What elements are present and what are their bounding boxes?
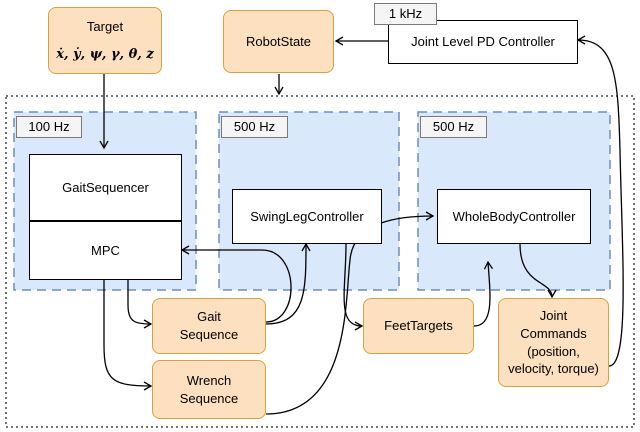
swinglegcontroller-label: SwingLegController	[250, 208, 364, 224]
gaitsequencer-label: GaitSequencer	[62, 179, 149, 195]
edge-wrench-to-wbc	[265, 211, 435, 415]
edge-mpc-to-gaitsequence	[127, 280, 153, 329]
target-title: Target	[86, 18, 124, 34]
pd-rate-tag: 1 kHz	[374, 3, 437, 25]
wholebodycontroller-box: WholeBodyController	[437, 189, 591, 244]
target-symbols: ẋ, ẏ, ψ, γ, θ, z	[56, 46, 154, 62]
group-500hz-wbc-rate-tag: 500 Hz	[420, 116, 487, 138]
edge-feettargets-to-wbc	[473, 260, 493, 327]
feettargets-label: FeetTargets	[384, 318, 453, 334]
robotstate-box: RobotState	[223, 10, 334, 73]
group-500hz-swing-rate-tag: 500 Hz	[221, 116, 288, 138]
edge-gaitsequence-to-mpc	[180, 245, 292, 323]
wholebodycontroller-label: WholeBodyController	[452, 208, 576, 224]
gaitsequencer-box: GaitSequencer	[29, 154, 182, 221]
edge-gaitsequence-to-swingleg	[265, 242, 311, 325]
gait-sequence-box: Gait Sequence	[152, 298, 266, 354]
jointcommands-box: Joint Commands (position, velocity, torq…	[498, 298, 609, 387]
edge-wbc-to-jointcommands	[519, 243, 557, 299]
feettargets-box: FeetTargets	[363, 298, 474, 354]
swinglegcontroller-box: SwingLegController	[232, 189, 382, 244]
robotstate-label: RobotState	[245, 33, 312, 49]
mpc-box: MPC	[29, 221, 182, 280]
target-box: Target ẋ, ẏ, ψ, γ, θ, z	[48, 7, 162, 74]
wrench-sequence-box: Wrench Sequence	[152, 360, 266, 419]
pd-controller-label: Joint Level PD Controller	[411, 34, 555, 50]
edge-swingleg-to-feettargets	[343, 243, 364, 331]
edge-jointcommands-to-pd	[576, 35, 624, 367]
edge-mpc-to-wrenchsequence	[103, 280, 153, 391]
pd-controller-box: Joint Level PD Controller	[388, 20, 578, 64]
mpc-label: MPC	[91, 242, 120, 258]
group-100hz-rate-tag: 100 Hz	[16, 116, 82, 138]
